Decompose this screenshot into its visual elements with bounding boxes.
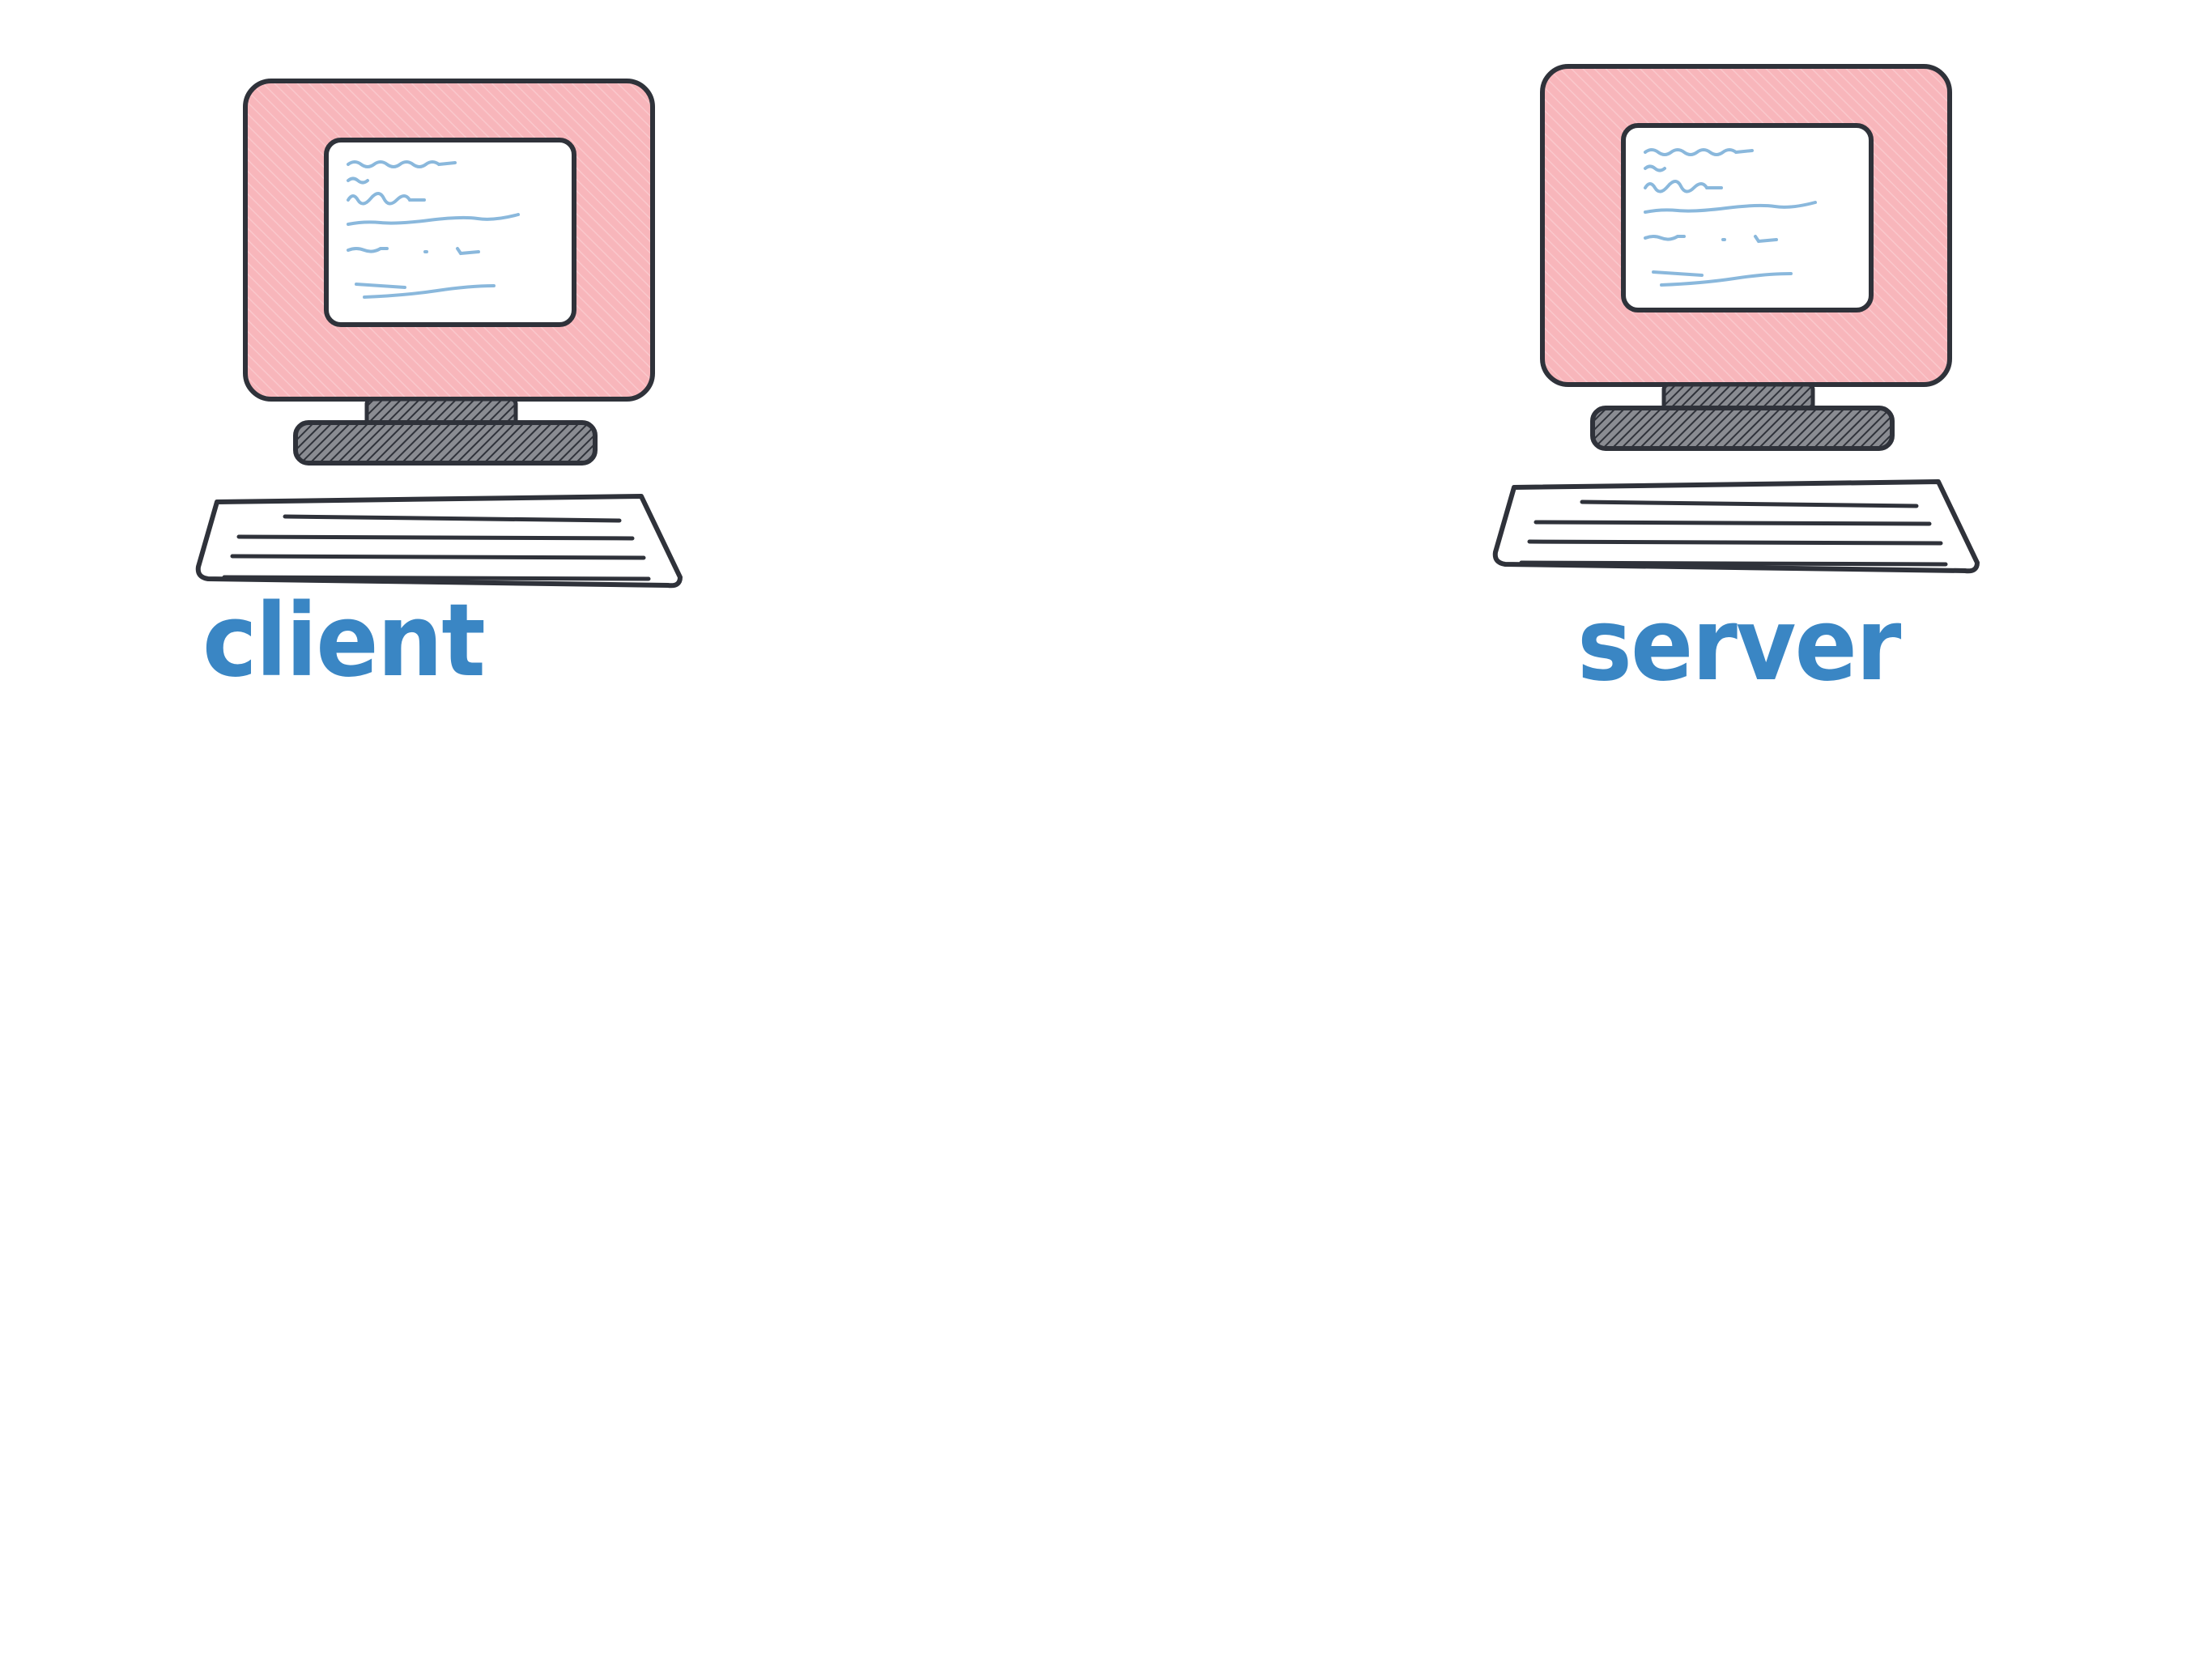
monitor-screen (324, 138, 576, 327)
keyboard-key-rows (222, 514, 651, 581)
screen-text-lines (347, 160, 520, 299)
monitor-base (1590, 406, 1895, 451)
server-label: server (1577, 587, 1901, 704)
keyboard (1492, 479, 1980, 574)
server-computer (1490, 57, 1992, 575)
desktop-computer-icon (1492, 64, 1980, 574)
desktop-computer-icon (195, 79, 683, 589)
keyboard (195, 494, 683, 589)
client-computer (190, 69, 692, 589)
monitor-base (293, 420, 598, 466)
keyboard-key-rows (1519, 500, 1948, 567)
monitor-screen (1621, 123, 1874, 312)
screen-text-lines (1644, 148, 1817, 287)
client-label: client (202, 583, 486, 699)
